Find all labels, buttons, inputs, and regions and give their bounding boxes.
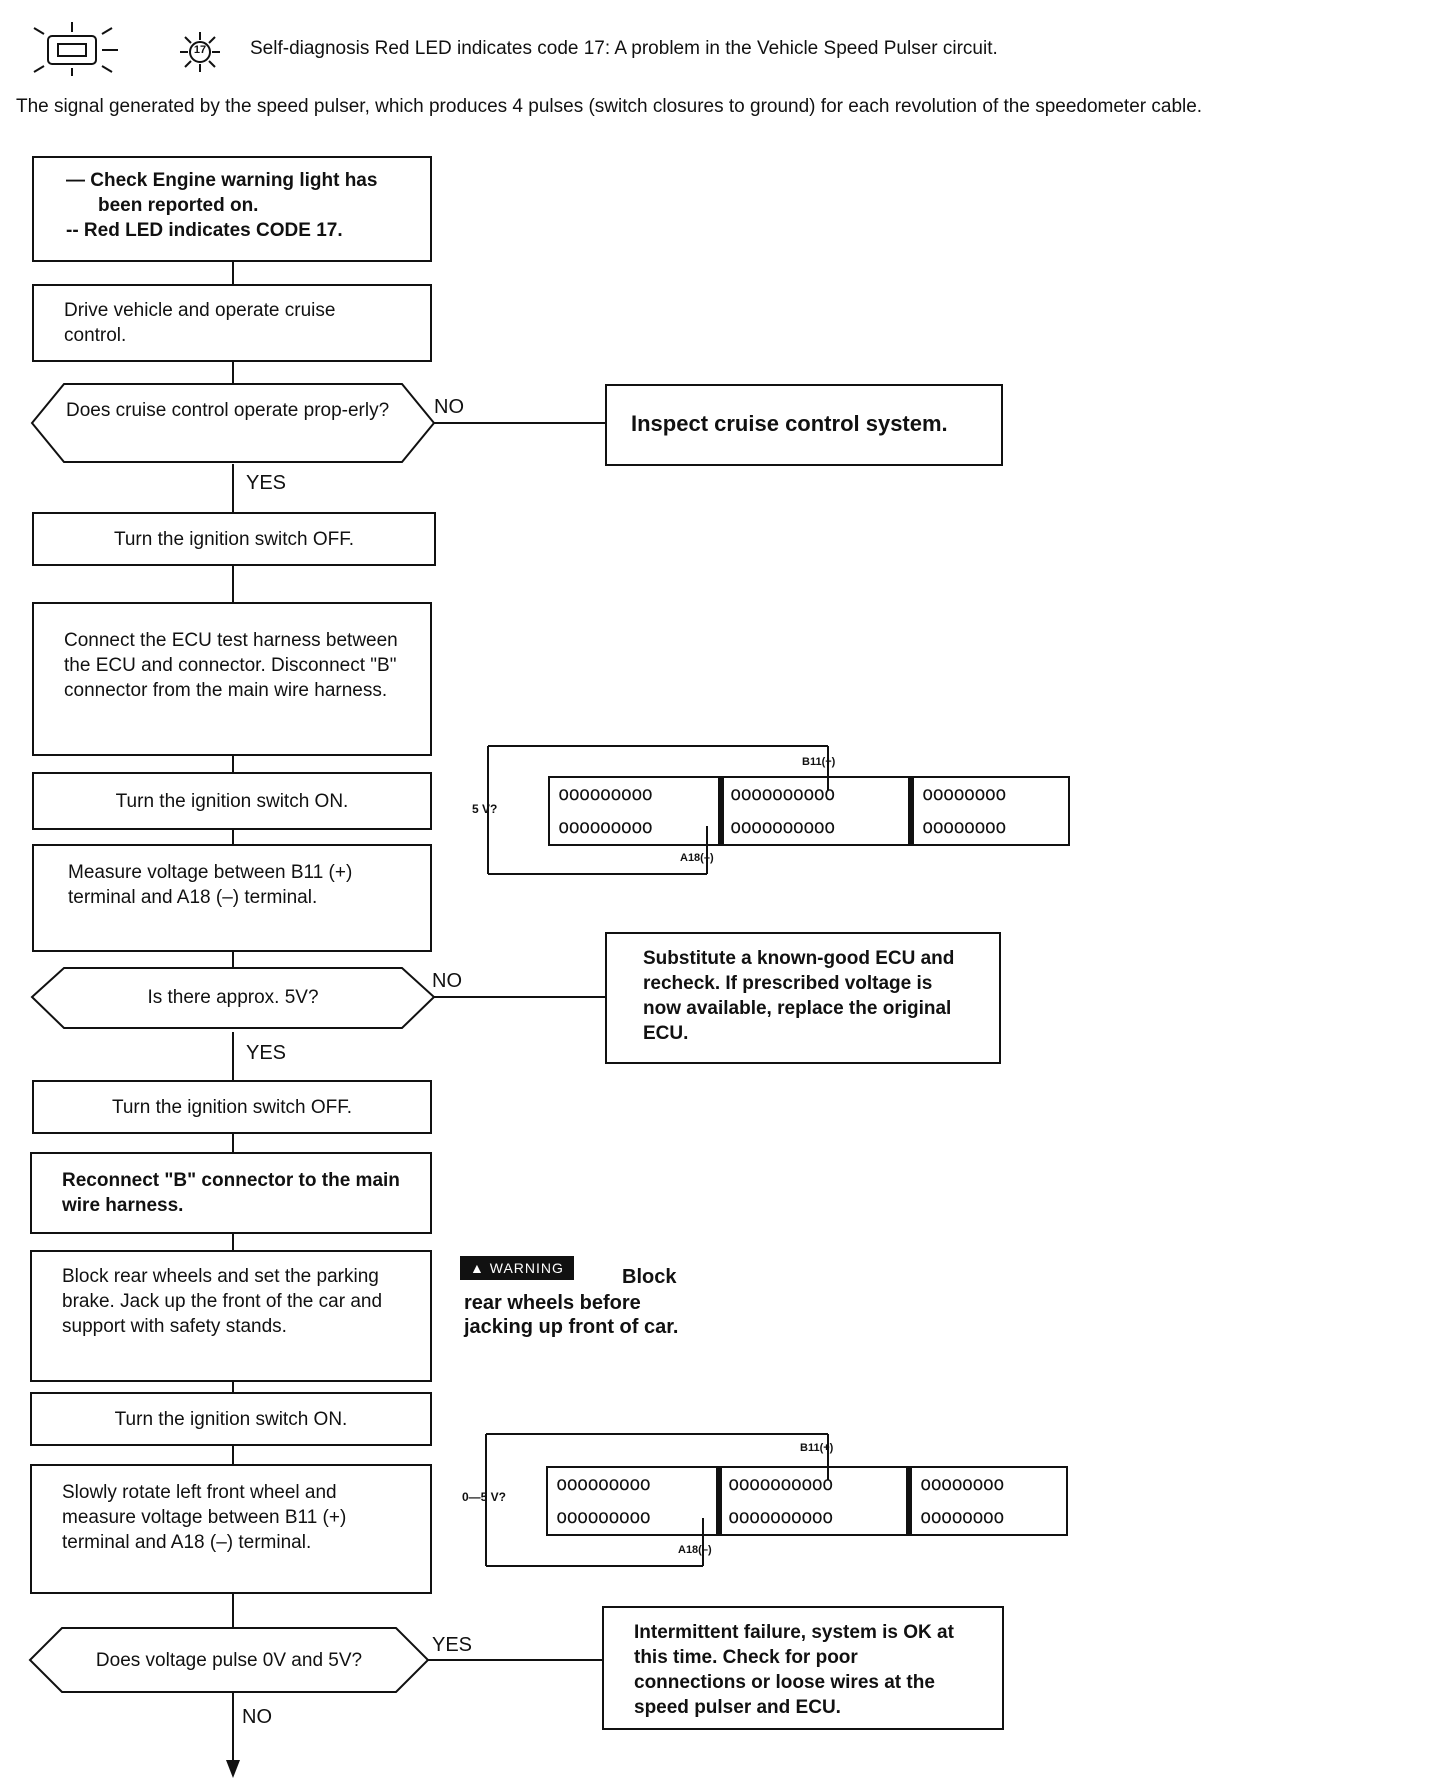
step-ignition-on-2: Turn the ignition switch ON.: [30, 1392, 432, 1446]
q1-no-label: NO: [434, 396, 464, 418]
connector2-divider-2: [906, 1468, 912, 1534]
intro-paragraph: The signal generated by the speed pulser…: [16, 96, 1203, 117]
connector1-pins-b-top: oooooooooo: [730, 783, 835, 805]
q3-yes-label: YES: [432, 1634, 473, 1656]
led-code-badge: 17: [180, 32, 220, 72]
code-description: Self-diagnosis Red LED indicates code 17…: [250, 38, 998, 59]
connector1-pins-a-bottom: ooooooooo: [558, 816, 653, 838]
question-voltage-pulse: Does voltage pulse 0V and 5V?: [95, 1650, 363, 1671]
step-measure-voltage-1: Measure voltage between B11 (+) terminal…: [32, 844, 432, 952]
connector1-b11-label: B11(+): [802, 756, 836, 768]
step-rotate-wheel: Slowly rotate left front wheel and measu…: [30, 1464, 432, 1594]
warning-text-2: rear wheels before: [464, 1292, 641, 1314]
connector2-pins-b-top: oooooooooo: [728, 1473, 833, 1495]
result-intermittent: Intermittent failure, system is OK at th…: [602, 1606, 1004, 1730]
check-engine-light-icon: [30, 20, 122, 78]
connector2-divider-1: [716, 1468, 722, 1534]
q2-yes-label: YES: [246, 1042, 287, 1064]
connector1-pins-c-top: oooooooo: [922, 783, 1007, 805]
down-arrow-icon: [226, 1760, 240, 1778]
q3-no-label: NO: [242, 1706, 272, 1728]
connector2-pins-c-top: oooooooo: [920, 1473, 1005, 1495]
result-substitute-ecu: Substitute a known-good ECU and recheck.…: [605, 932, 1001, 1064]
connector1-pins-b-bottom: oooooooooo: [730, 816, 835, 838]
warning-text-3: jacking up front of car.: [464, 1316, 679, 1338]
connector1-pins-c-bottom: oooooooo: [922, 816, 1007, 838]
step-ignition-on-1: Turn the ignition switch ON.: [32, 772, 432, 830]
connector2-pins-a-bottom: ooooooooo: [556, 1506, 651, 1528]
connector1-voltage-label: 5 V?: [472, 802, 498, 816]
connector2-block: ooooooooo ooooooooo oooooooooo ooooooooo…: [546, 1466, 1068, 1536]
step-check-engine-reported: — Check Engine warning light has been re…: [32, 156, 432, 262]
step-connect-test-harness: Connect the ECU test harness between the…: [32, 602, 432, 756]
led-code-number: 17: [193, 44, 207, 56]
q1-yes-label: YES: [246, 472, 287, 494]
connector2-a18-label: A18(–): [678, 1544, 712, 1556]
q2-no-label: NO: [432, 970, 462, 992]
warning-badge: ▲ WARNING: [460, 1256, 574, 1280]
step-drive-vehicle: Drive vehicle and operate cruise control…: [32, 284, 432, 362]
connector1-divider-2: [908, 778, 914, 844]
connector1-pins-a-top: ooooooooo: [558, 783, 653, 805]
connector2-pins-b-bottom: oooooooooo: [728, 1506, 833, 1528]
step-ignition-off-1: Turn the ignition switch OFF.: [32, 512, 436, 566]
connector1-divider-1: [718, 778, 724, 844]
connector2-b11-label: B11(+): [800, 1442, 834, 1454]
result-inspect-cruise: Inspect cruise control system.: [605, 384, 1003, 466]
warning-triangle-icon: ▲: [470, 1260, 485, 1276]
connector1-block: ooooooooo ooooooooo oooooooooo ooooooooo…: [548, 776, 1070, 846]
step-reconnect-b: Reconnect "B" connector to the main wire…: [30, 1152, 432, 1234]
question-cruise-operates: Does cruise control operate prop-erly?: [66, 400, 390, 421]
warning-text-1: Block: [622, 1266, 677, 1288]
connector2-pins-c-bottom: oooooooo: [920, 1506, 1005, 1528]
step-block-wheels: Block rear wheels and set the parking br…: [30, 1250, 432, 1382]
question-approx-5v: Is there approx. 5V?: [147, 987, 319, 1008]
connector2-pins-a-top: ooooooooo: [556, 1473, 651, 1495]
connector1-a18-label: A18(–): [680, 852, 714, 864]
step-ignition-off-2: Turn the ignition switch OFF.: [32, 1080, 432, 1134]
connector2-voltage-label: 0—5 V?: [462, 1490, 507, 1504]
